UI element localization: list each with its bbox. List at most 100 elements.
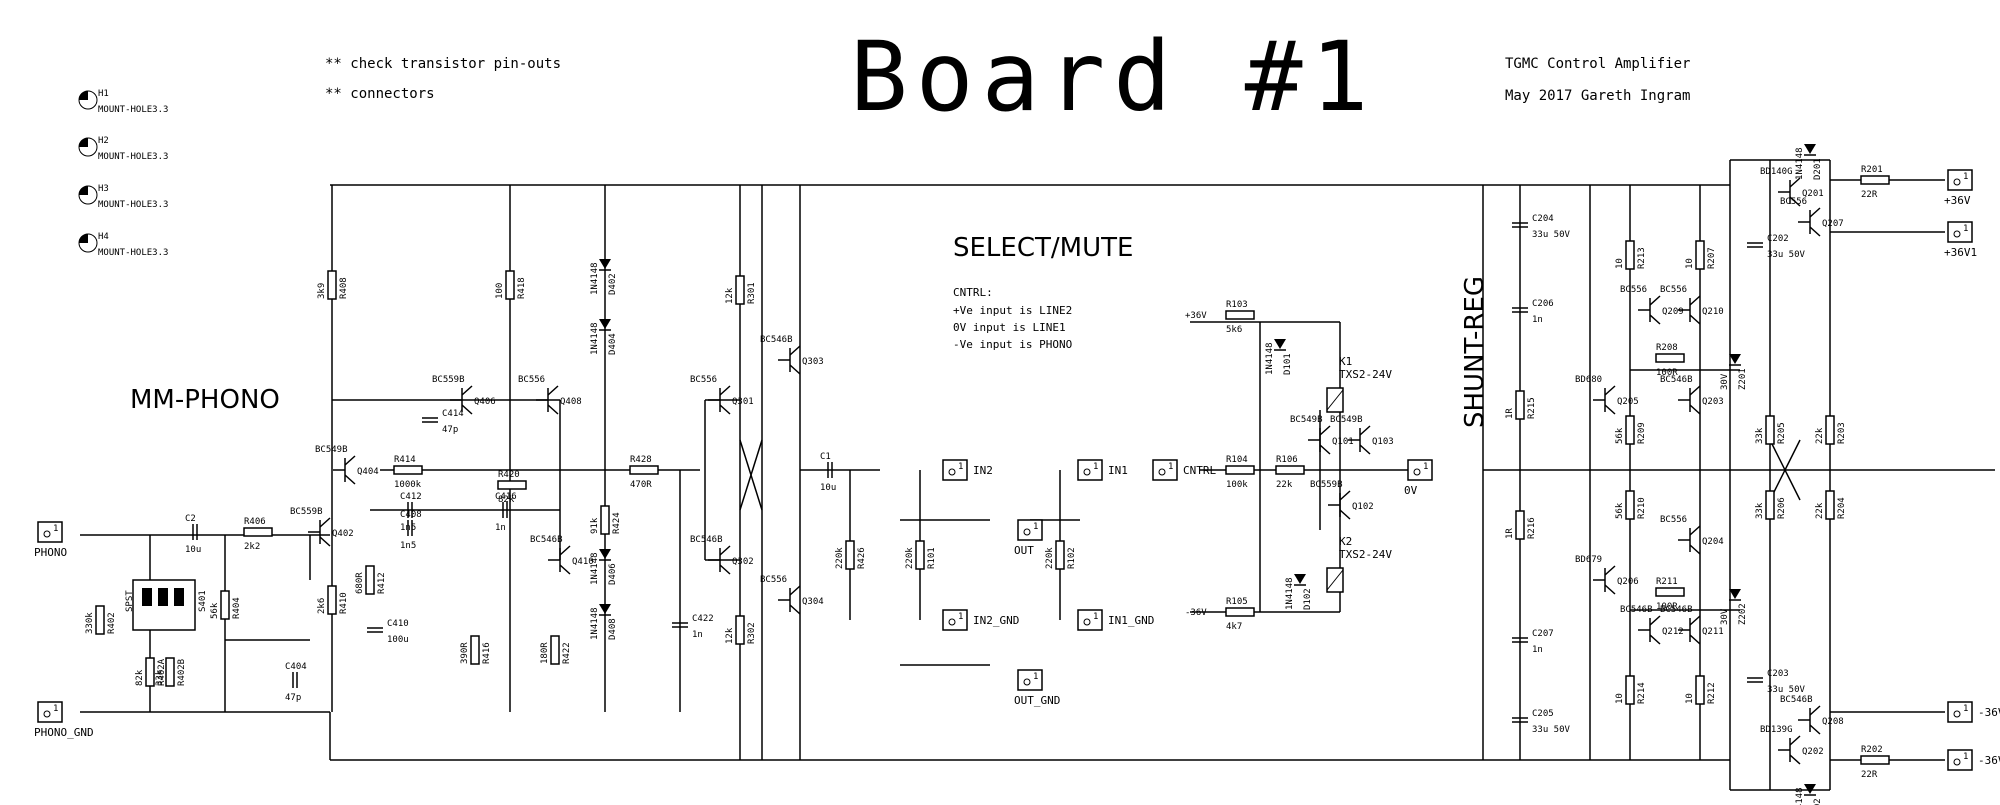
svg-text:-36V: -36V [1978,754,2000,767]
svg-text:Q404: Q404 [357,467,379,477]
svg-text:BC559B: BC559B [1310,480,1343,490]
capacitor-c410: C410 100u [367,619,409,645]
svg-text:220k: 220k [835,547,845,569]
svg-text:1n: 1n [692,630,703,640]
control-line-1: +Ve input is LINE2 [953,304,1072,317]
svg-text:1n: 1n [495,523,506,533]
svg-text:R213: R213 [1637,247,1647,269]
svg-text:BC546B: BC546B [760,335,793,345]
svg-text:BC546B: BC546B [1660,375,1693,385]
svg-text:33k: 33k [1755,427,1765,444]
svg-text:BD140G: BD140G [1760,167,1793,177]
svg-text:C206: C206 [1532,299,1554,309]
svg-text:C205: C205 [1532,709,1554,719]
rail-minus-label: -36V [1185,608,1207,618]
svg-text:R404: R404 [232,597,242,619]
svg-text:R102: R102 [1067,547,1077,569]
svg-text:Q408: Q408 [560,397,582,407]
connector--36v: 1+36V [1944,169,1973,207]
svg-text:10u: 10u [820,483,836,493]
svg-text:Q406: Q406 [474,397,496,407]
svg-text:R210: R210 [1637,497,1647,519]
svg-text:Q207: Q207 [1822,219,1844,229]
note-1: ** check transistor pin-outs [325,56,561,72]
svg-text:C422: C422 [692,614,714,624]
svg-text:R402: R402 [107,612,117,634]
svg-text:180R: 180R [540,642,550,664]
svg-text:1n: 1n [1532,645,1543,655]
svg-text:BD139G: BD139G [1760,725,1793,735]
svg-text:IN2: IN2 [973,464,993,477]
svg-text:Q101: Q101 [1332,437,1354,447]
section-shunt: SHUNT-REG [1460,276,1490,428]
svg-text:BC546B: BC546B [690,535,723,545]
svg-text:R422: R422 [562,642,572,664]
svg-text:1R: 1R [1505,408,1515,419]
svg-text:SPST: SPST [125,590,135,612]
svg-text:100k: 100k [1226,480,1248,490]
mount-hole-1: H1 MOUNT-HOLE3.3 [78,89,168,115]
svg-text:1N4148: 1N4148 [1795,787,1805,805]
svg-text:PHONO_GND: PHONO_GND [34,726,94,739]
svg-text:PHONO: PHONO [34,546,67,559]
svg-text:D102: D102 [1303,588,1313,610]
svg-text:47p: 47p [285,693,301,703]
svg-text:Q208: Q208 [1822,717,1844,727]
control-line-3: -Ve input is PHONO [953,338,1072,351]
svg-text:R410: R410 [339,592,349,614]
svg-text:33u 50V: 33u 50V [1767,685,1806,695]
diode-d202: D2021N4148 [1795,784,1823,805]
svg-text:BC549B: BC549B [1330,415,1363,425]
svg-text:Q201: Q201 [1802,189,1824,199]
svg-text:33u 50V: 33u 50V [1532,230,1571,240]
svg-text:C410: C410 [387,619,409,629]
svg-text:TXS2-24V: TXS2-24V [1339,548,1392,561]
svg-text:R414: R414 [394,455,416,465]
mount-hole-2: H2 MOUNT-HOLE3.3 [78,136,168,162]
svg-text:1N4148: 1N4148 [590,262,600,295]
svg-text:BC549B: BC549B [315,445,348,455]
svg-text:C2: C2 [185,514,196,524]
svg-text:56k: 56k [210,602,220,619]
svg-text:1R: 1R [1505,528,1515,539]
svg-text:22k: 22k [1815,502,1825,519]
svg-text:R420: R420 [498,470,520,480]
control-heading: CNTRL: [953,286,993,299]
svg-text:0V: 0V [1404,484,1418,497]
svg-text:1: 1 [1423,462,1428,472]
svg-text:Q206: Q206 [1617,577,1639,587]
svg-text:100u: 100u [387,635,409,645]
svg-text:C204: C204 [1532,214,1554,224]
svg-text:R105: R105 [1226,597,1248,607]
svg-text:10: 10 [1615,693,1625,704]
svg-text:Q304: Q304 [802,597,824,607]
svg-text:R424: R424 [612,512,622,534]
